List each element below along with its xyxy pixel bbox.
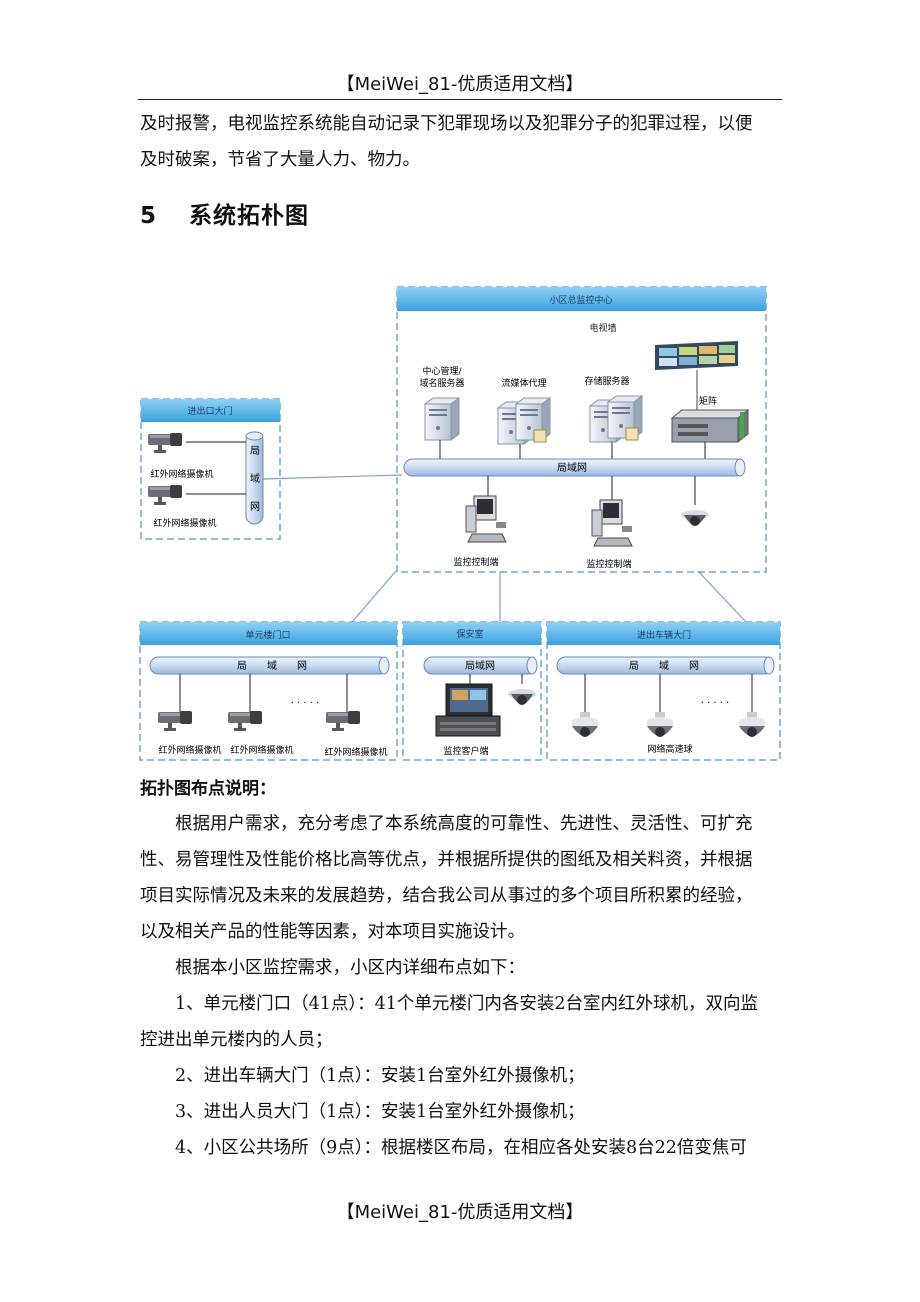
- center-title-bar: [397, 287, 766, 311]
- monitor-client-1-icon: [465, 495, 507, 543]
- gate-lan-char-2: 域: [250, 472, 260, 485]
- body-p1-line-3: 项目实际情况及未来的发展趋势，结合我公司从事过的多个项目所积累的经验，: [140, 886, 753, 906]
- gate-lan-pipe: [245, 431, 264, 525]
- body-p2: 根据本小区监控需求，小区内详细布点如下：: [175, 958, 525, 978]
- security-client-icon: [435, 683, 501, 737]
- security-lan-pipe: [423, 656, 538, 675]
- center-title: 小区总监控中心: [549, 294, 612, 306]
- mgmt-server-label-2: 域名服务器: [419, 377, 464, 389]
- page-footer: 【MeiWei_81-优质适用文档】: [336, 1202, 584, 1223]
- gate-lan-char-1: 局: [250, 445, 260, 457]
- unit-camera-3-label: 红外网络摄像机: [324, 746, 387, 758]
- monitor-client-1-label: 监控控制端: [453, 556, 498, 568]
- video-wall-icon: [655, 341, 738, 370]
- section-title: 系统拓朴图: [189, 203, 310, 229]
- vehicle-speeddome-2-icon: [647, 712, 673, 737]
- monitor-client-2-icon: [591, 499, 633, 547]
- item-2: 2、进出车辆大门（1点）：安装1台室外红外摄像机；: [175, 1066, 585, 1086]
- body-p1-line-1: 根据用户需求，充分考虑了本系统高度的可靠性、先进性、灵活性、可扩充: [175, 814, 753, 834]
- unit-camera-2-icon: [228, 711, 262, 731]
- unit-camera-3-icon: [326, 711, 360, 731]
- vehicle-title-bar: [547, 622, 780, 645]
- layout-description-heading: 拓扑图布点说明：: [140, 779, 276, 799]
- center-box: [396, 286, 767, 573]
- body-p1-line-4: 以及相关产品的性能等因素，对本项目实施设计。: [140, 922, 525, 942]
- security-lan-label: 局域网: [465, 659, 495, 672]
- gate-camera-2-icon: [148, 485, 182, 505]
- unit-dots: · · · · ·: [291, 698, 320, 709]
- unit-title-bar: [140, 622, 397, 645]
- item-4-line-1: 4、小区公共场所（9点）：根据楼区布局，在相应各处安装8台22倍变焦可: [175, 1138, 747, 1158]
- unit-lan-label: 局 域 网: [237, 659, 307, 672]
- vehicle-speeddome-3-icon: [739, 712, 765, 737]
- matrix-label: 矩阵: [699, 395, 717, 407]
- vehicle-speeddome-1-icon: [572, 712, 598, 737]
- stream-server-label: 流媒体代理: [501, 377, 546, 389]
- item-1-line-1: 1、单元楼门口（41点）：41个单元楼门内各安装2台室内红外球机，双向监: [175, 994, 759, 1014]
- stream-server-icon: [497, 397, 551, 445]
- gate-lan-char-3: 网: [250, 501, 260, 513]
- mgmt-server-icon: [424, 397, 460, 441]
- intro-line-2: 及时破案，节省了大量人力、物力。: [140, 150, 420, 170]
- vehicle-title: 进出车辆大门: [637, 629, 691, 641]
- gate-camera-1-label: 红外网络摄像机: [150, 468, 213, 480]
- matrix-icon: [670, 408, 750, 444]
- security-dome-icon: [508, 689, 536, 705]
- unit-camera-1-label: 红外网络摄像机: [158, 744, 221, 756]
- main-lan-label: 局域网: [557, 461, 587, 474]
- unit-lan-pipe: [149, 656, 390, 675]
- unit-title: 单元楼门口: [245, 629, 290, 641]
- gate-title-bar: [141, 399, 280, 422]
- monitor-client-2-label: 监控控制端: [586, 558, 631, 570]
- unit-camera-1-icon: [158, 711, 192, 731]
- gate-camera-1-icon: [148, 433, 182, 453]
- vehicle-lan-label: 局 域 网: [629, 659, 699, 672]
- vehicle-dots: · · · · ·: [701, 698, 730, 709]
- section-number: 5: [140, 203, 158, 229]
- item-3: 3、进出人员大门（1点）：安装1台室外红外摄像机；: [175, 1102, 585, 1122]
- item-1-line-2: 控进出单元楼内的人员；: [140, 1030, 333, 1050]
- section-heading: 5 系统拓朴图: [140, 196, 309, 230]
- body-p1-line-2: 性、易管理性及性能价格比高等优点，并根据所提供的图纸及相关料资，并根据: [140, 850, 753, 870]
- video-wall-label: 电视墙: [589, 322, 616, 334]
- gate-title: 进出口大门: [187, 405, 232, 417]
- page-header: 【MeiWei_81-优质适用文档】: [336, 74, 584, 95]
- storage-server-label: 存储服务器: [584, 375, 629, 387]
- security-client-label: 监控客户端: [443, 745, 488, 757]
- unit-box: [139, 621, 398, 761]
- main-lan-pipe: [403, 458, 746, 477]
- vehicle-camera-label: 网络高速球: [647, 743, 692, 755]
- unit-camera-2-label: 红外网络摄像机: [230, 744, 293, 756]
- center-dome-camera-icon: [681, 510, 709, 526]
- security-title: 保安室: [456, 628, 483, 640]
- gate-camera-2-label: 红外网络摄像机: [153, 517, 216, 529]
- storage-server-icon: [589, 395, 643, 443]
- security-title-bar: [403, 622, 541, 645]
- header-divider: [138, 99, 782, 100]
- mgmt-server-label-1: 中心管理/: [422, 365, 462, 377]
- vehicle-lan-pipe: [556, 656, 775, 675]
- intro-line-1: 及时报警，电视监控系统能自动记录下犯罪现场以及犯罪分子的犯罪过程，以便: [140, 114, 753, 134]
